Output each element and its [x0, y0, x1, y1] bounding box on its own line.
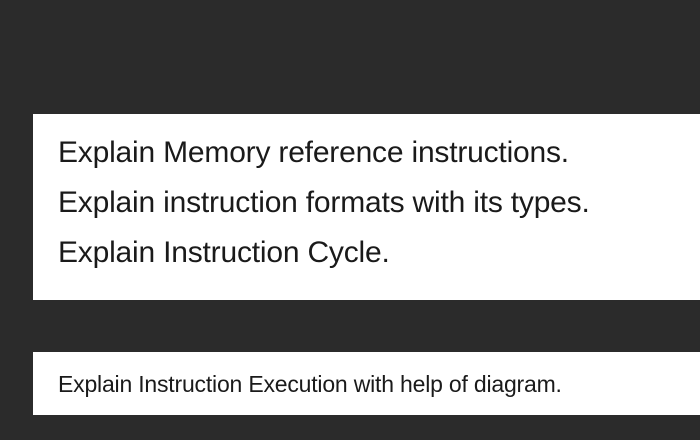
- question-line: Explain Instruction Cycle.: [58, 236, 390, 269]
- secondary-question-card: Explain Instruction Execution with help …: [33, 352, 700, 415]
- question-line: Explain Instruction Execution with help …: [58, 370, 562, 397]
- question-line: Explain Memory reference instructions.: [58, 136, 569, 169]
- question-line: Explain instruction formats with its typ…: [58, 186, 590, 219]
- primary-question-card: Explain Memory reference instructions. E…: [33, 114, 700, 300]
